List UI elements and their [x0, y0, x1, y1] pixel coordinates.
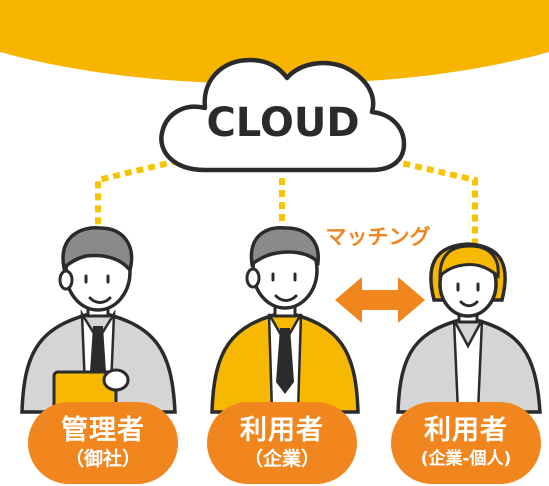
company-user-tie: [276, 328, 294, 394]
role-pill-individual-user-sub: (企業-個人): [420, 449, 512, 469]
company-user-hair: [249, 226, 320, 267]
company-user-eyes: [271, 272, 297, 282]
company-user-mouth: [274, 294, 298, 302]
person-individual-user-illustration: [396, 242, 542, 414]
manager-ear: [58, 269, 74, 291]
connector-right: [379, 155, 478, 248]
individual-user-shirt: [452, 319, 484, 414]
role-pill-manager-title: 管理者: [61, 415, 145, 446]
matching-label: マッチング: [326, 225, 431, 249]
cloud-icon: [159, 57, 407, 173]
manager-tie: [90, 326, 106, 384]
individual-user-mouth: [459, 300, 479, 308]
company-user-ear: [245, 267, 261, 289]
individual-user-eyes: [456, 282, 480, 292]
role-pill-company-user-title: 利用者: [240, 415, 324, 446]
connector-left: [95, 155, 191, 240]
manager-hair: [61, 226, 134, 274]
manager-mouth: [88, 296, 112, 304]
cloud-label: CLOUD: [206, 100, 359, 146]
top-wave-band: [0, 0, 549, 84]
role-pill-company-user: 利用者 （企業）: [207, 402, 357, 484]
role-pill-manager-sub: （御社）: [64, 448, 141, 470]
role-pill-company-user-sub: （企業）: [243, 448, 320, 470]
person-company-user-illustration: [210, 226, 360, 414]
role-pill-manager: 管理者 （御社）: [28, 402, 178, 484]
bidirectional-arrow-icon: [335, 277, 425, 323]
manager-eyes: [84, 274, 110, 284]
role-pill-individual-user-title: 利用者: [424, 415, 508, 446]
manager-hand: [102, 368, 130, 392]
person-manager-illustration: [20, 226, 177, 414]
individual-user-hair-front: [438, 244, 500, 280]
role-pill-individual-user: 利用者 (企業-個人): [391, 402, 541, 484]
